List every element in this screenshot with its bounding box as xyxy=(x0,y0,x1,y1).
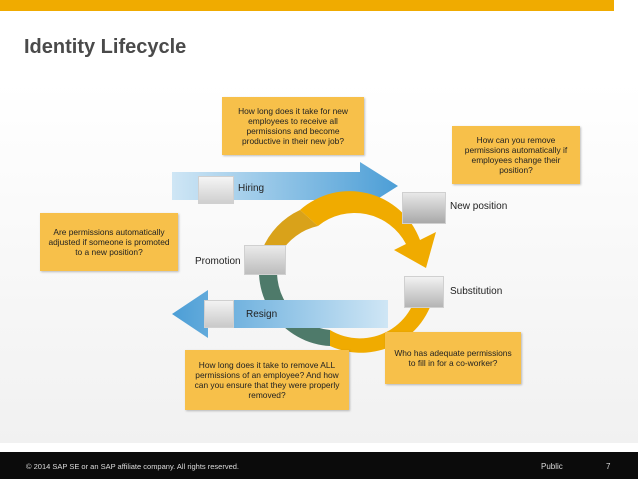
callout-hiring-question: How long does it take for new employees … xyxy=(222,97,364,155)
footer-bar: © 2014 SAP SE or an SAP affiliate compan… xyxy=(0,452,638,479)
promotion-photo xyxy=(244,245,286,275)
callout-promotion-question: Are permissions automatically adjusted i… xyxy=(40,213,178,271)
resign-photo xyxy=(204,300,234,328)
promotion-label: Promotion xyxy=(195,256,241,267)
footer-page-number: 7 xyxy=(606,462,611,471)
top-accent-bar xyxy=(0,0,614,11)
callout-substitution-question: Who has adequate permissions to fill in … xyxy=(385,332,521,384)
callout-position-change-question: How can you remove permissions automatic… xyxy=(452,126,580,184)
hiring-label: Hiring xyxy=(238,183,265,194)
footer-copyright: © 2014 SAP SE or an SAP affiliate compan… xyxy=(26,462,240,471)
substitution-label: Substitution xyxy=(450,286,503,297)
cycle-gold-left-segment xyxy=(262,210,318,254)
cycle-gold-segment xyxy=(300,191,436,268)
hiring-photo xyxy=(198,176,234,204)
resign-label: Resign xyxy=(246,309,278,320)
new-position-photo xyxy=(402,192,446,224)
substitution-photo xyxy=(404,276,444,308)
new-position-label: New position xyxy=(450,201,508,212)
footer-classification: Public xyxy=(541,462,563,471)
slide-title: Identity Lifecycle xyxy=(24,36,187,58)
callout-resign-question: How long does it take to remove ALL perm… xyxy=(185,350,349,410)
